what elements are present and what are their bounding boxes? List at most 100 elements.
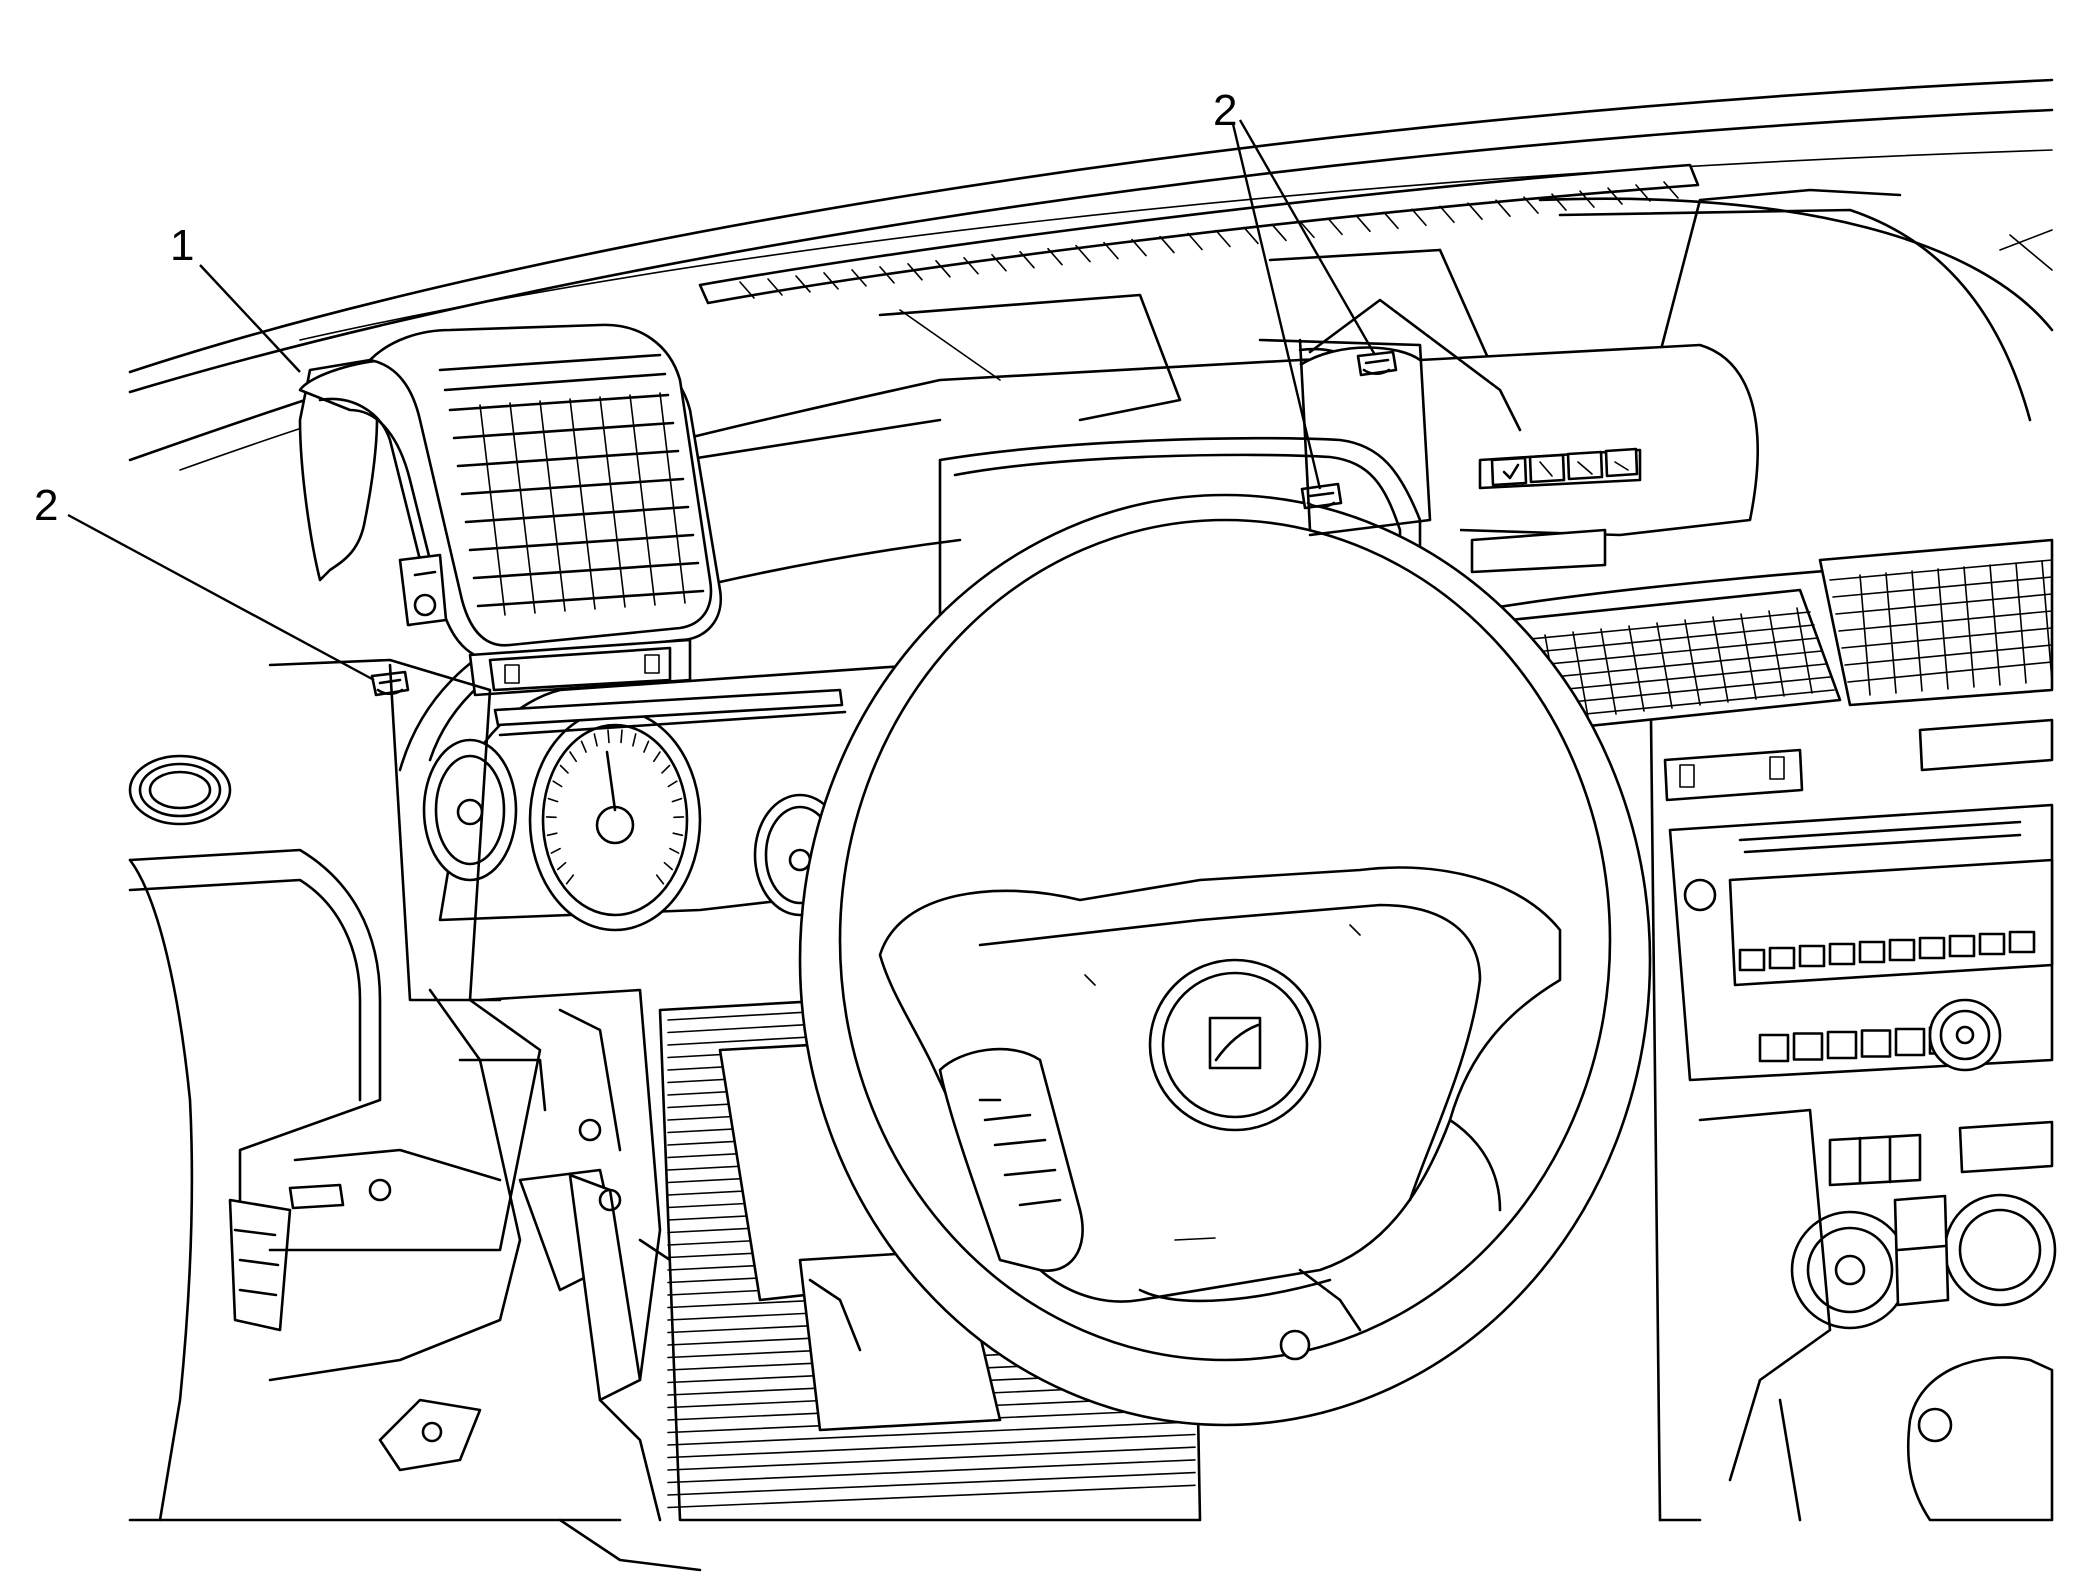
detail-line xyxy=(1838,610,2053,632)
detail-line xyxy=(1572,631,1589,718)
detail-line xyxy=(659,392,686,604)
callout-1: 1 xyxy=(170,221,194,270)
detail-line xyxy=(559,764,569,774)
detail-line xyxy=(667,1433,1196,1459)
detail-line xyxy=(1656,622,1673,709)
detail-line xyxy=(1841,627,2053,649)
detail-line xyxy=(795,275,811,293)
detail-line xyxy=(599,396,626,608)
detail-line xyxy=(476,589,705,608)
detail-line xyxy=(1600,628,1617,715)
center-stack xyxy=(1478,538,2057,1522)
detail-line xyxy=(1859,574,1871,696)
detail-line xyxy=(1543,689,1835,719)
detail-line xyxy=(552,780,563,788)
radio-button-outline xyxy=(1758,1033,1790,1063)
detail-line xyxy=(556,861,567,871)
radio-button-outline xyxy=(1860,1029,1892,1058)
driver-air-outlet xyxy=(298,323,847,737)
detail-line xyxy=(569,398,596,610)
detail-line xyxy=(1075,244,1091,263)
detail-line xyxy=(509,402,536,614)
detail-line xyxy=(452,421,675,440)
detail-line xyxy=(1740,613,1757,700)
detail-line xyxy=(607,729,610,744)
detail-line xyxy=(629,394,656,606)
detail-line xyxy=(643,740,650,753)
radio-button-outline xyxy=(1828,942,1856,966)
radio-button-outline xyxy=(1738,948,1766,972)
radio-button-outline xyxy=(1798,944,1826,968)
detail-line xyxy=(593,733,598,747)
defrost-grille xyxy=(698,163,1700,305)
detail-line xyxy=(667,1484,1196,1509)
steering-wheel xyxy=(798,493,1652,1427)
detail-line xyxy=(672,832,684,837)
detail-line xyxy=(632,733,637,747)
detail-line xyxy=(472,561,700,580)
trim-plate-outline xyxy=(268,338,1432,1252)
right-pad xyxy=(1299,298,1759,574)
radio-button-outline xyxy=(1978,932,2006,956)
radio-button-outline xyxy=(1894,1027,1926,1057)
detail-line xyxy=(1847,661,2053,683)
retainer-clip-lower-right xyxy=(1300,482,1343,510)
radio-button-outline xyxy=(1948,934,1976,958)
detail-line xyxy=(456,449,680,468)
detail-line xyxy=(652,751,661,763)
detail-line xyxy=(1628,625,1645,712)
detail-line xyxy=(1327,217,1343,236)
detail-line xyxy=(1159,235,1175,254)
detail-line xyxy=(2015,562,2027,684)
detail-line xyxy=(1439,205,1455,224)
retainer-clip-upper-right xyxy=(1356,350,1398,377)
detail-line xyxy=(569,751,578,763)
callout-group: 1 2 2 xyxy=(34,86,1377,682)
detail-line xyxy=(479,404,506,616)
detail-line xyxy=(1535,663,1827,693)
detail-line xyxy=(1835,593,2053,615)
detail-line xyxy=(667,780,678,788)
detail-line xyxy=(1829,559,2053,581)
leader-line-2-upper-a xyxy=(1238,119,1377,356)
left-side-panel xyxy=(128,754,702,1572)
detail-line xyxy=(739,281,755,299)
radio-button-outline xyxy=(1792,1032,1824,1061)
detail-line xyxy=(539,400,566,612)
detail-line xyxy=(1527,637,1819,667)
detail-line xyxy=(1832,576,2053,598)
detail-line xyxy=(1684,619,1701,706)
detail-line xyxy=(963,256,979,275)
radio-button-outline xyxy=(1768,946,1796,970)
detail-line xyxy=(661,764,671,774)
detail-line xyxy=(655,874,665,885)
callout-2-upper: 2 xyxy=(1213,86,1237,135)
detail-line xyxy=(1383,211,1399,230)
detail-line xyxy=(565,874,575,885)
detail-line xyxy=(1103,241,1119,260)
detail-line xyxy=(1047,247,1063,266)
leader-line-2-left xyxy=(67,513,375,682)
detail-line xyxy=(448,393,670,412)
detail-line xyxy=(851,269,867,287)
detail-line xyxy=(1411,208,1427,227)
detail-line xyxy=(1495,199,1511,217)
detail-line xyxy=(1215,229,1231,248)
detail-line xyxy=(468,533,695,552)
detail-line xyxy=(667,1459,1196,1484)
detail-line xyxy=(1844,644,2053,666)
detail-line xyxy=(669,847,680,854)
detail-line xyxy=(663,861,674,871)
detail-line xyxy=(546,832,558,837)
detail-line xyxy=(671,797,683,803)
detail-line xyxy=(550,847,561,854)
detail-line xyxy=(991,253,1007,272)
detail-line xyxy=(1131,238,1147,257)
radio-button-outline xyxy=(1858,940,1886,964)
detail-line xyxy=(547,797,559,803)
detail-line xyxy=(1989,564,2001,686)
radio-button-outline xyxy=(1918,936,1946,960)
detail-line xyxy=(667,1421,1196,1446)
detail-line xyxy=(1467,202,1483,221)
